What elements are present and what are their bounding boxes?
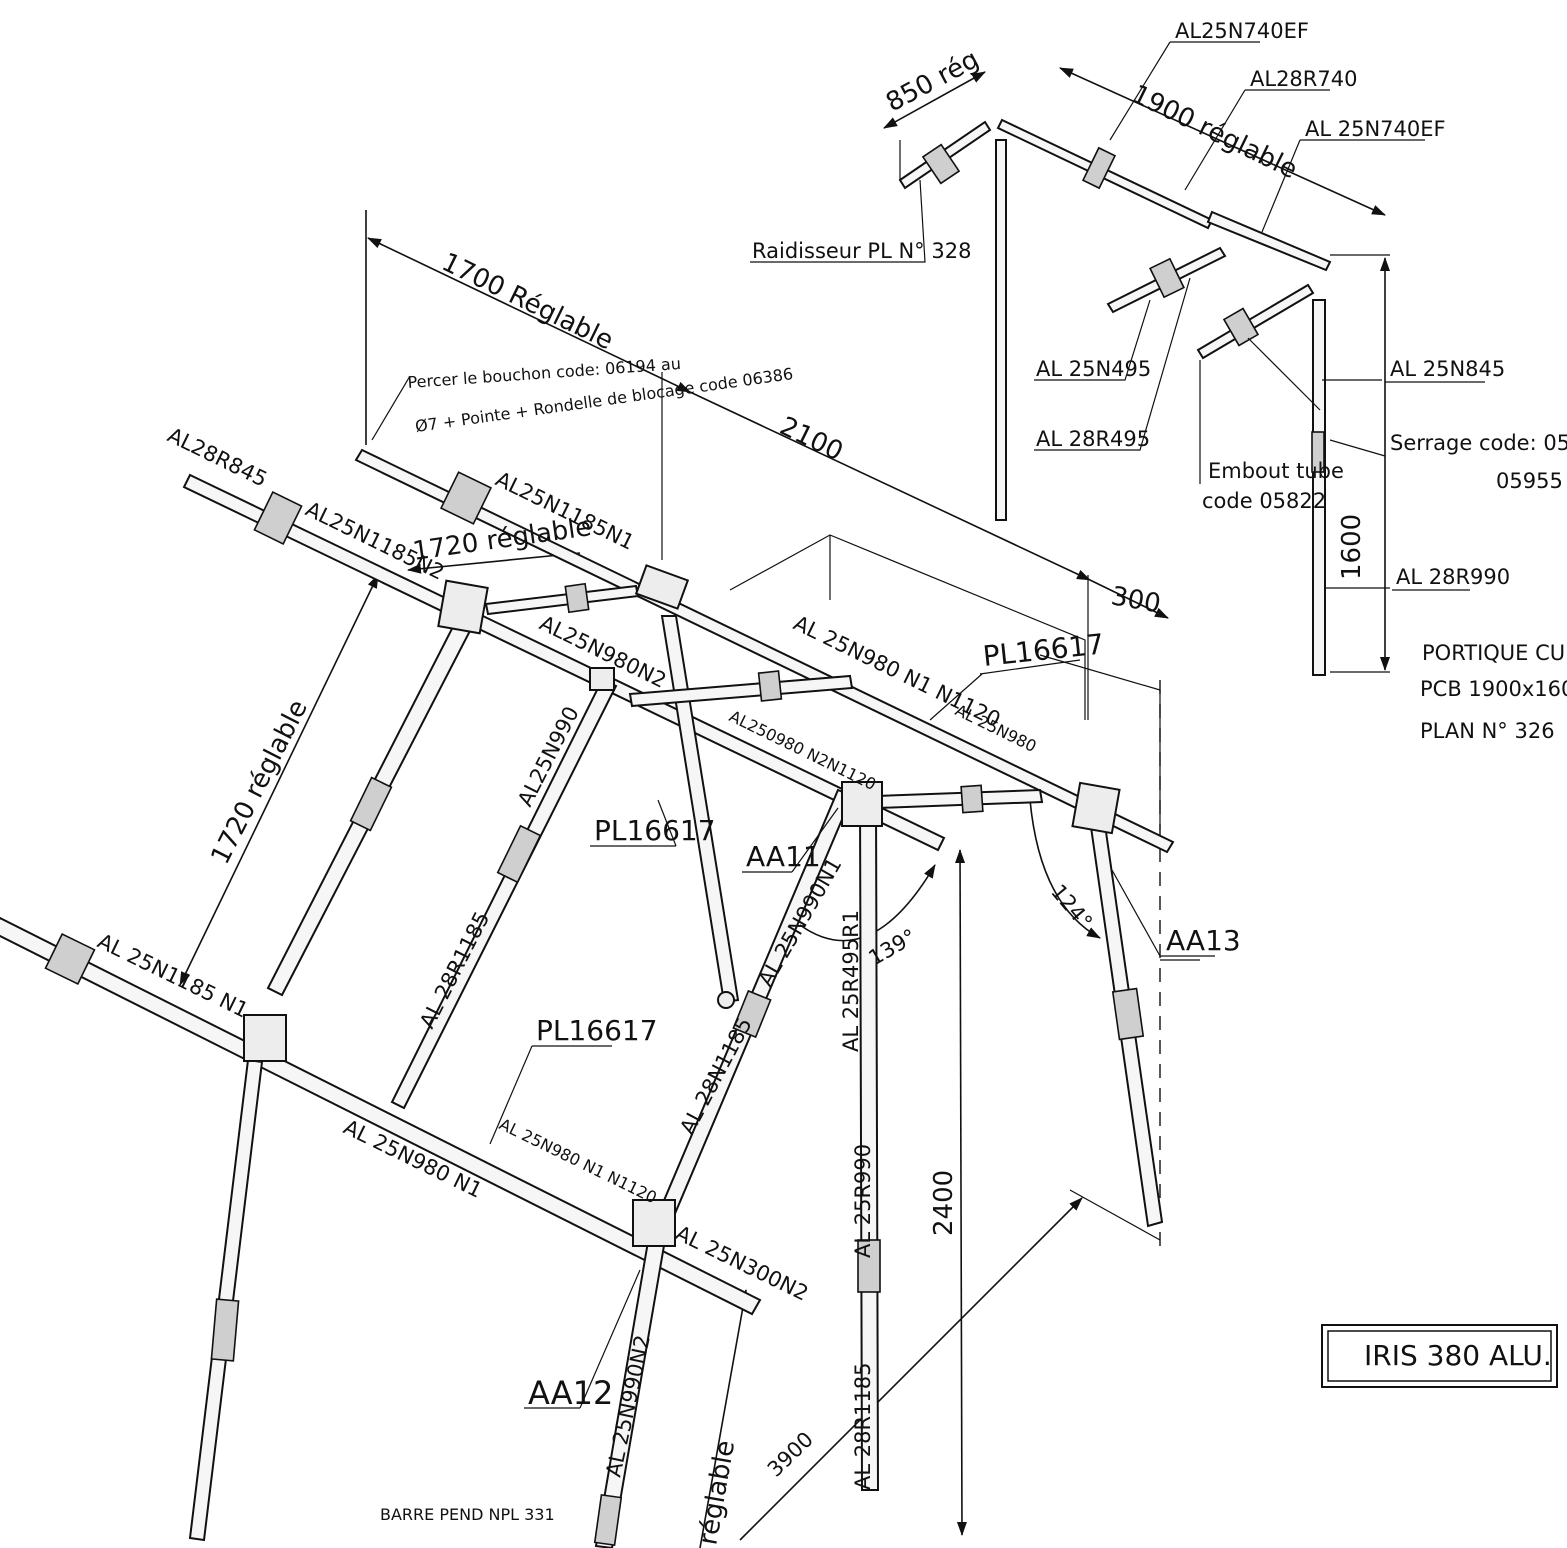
label-al28r1185-a: AL 28R1185: [415, 908, 494, 1032]
label-embout-1: Embout tube: [1208, 459, 1344, 483]
dim-2400: 2400: [929, 1170, 959, 1236]
label-pl16617-a: PL16617: [981, 627, 1105, 673]
label-aa13: AA13: [1166, 924, 1241, 957]
label-aa12: AA12: [528, 1374, 613, 1412]
dim-300: 300: [1109, 581, 1163, 619]
label-al28n1185: AL 28N1185: [675, 1014, 757, 1139]
label-serrage-2: 05955: [1496, 469, 1563, 493]
frame-tubes: [0, 118, 1332, 1548]
dim-2100: 2100: [775, 411, 848, 467]
dim-3900: 3900: [763, 1427, 818, 1481]
clamp-sleeves: [44, 143, 1325, 1547]
label-al25n845: AL 25N845: [1390, 357, 1505, 381]
angle-124: 124°: [1046, 880, 1097, 934]
dimension-lines: [179, 67, 1390, 1548]
label-embout-2: code 05822: [1202, 489, 1326, 513]
joints: [243, 564, 1121, 1247]
title-block: IRIS 380 ALU.: [1321, 1324, 1558, 1388]
label-barre: BARRE PEND NPL 331: [380, 1505, 555, 1524]
label-al25n495: AL 25N495: [1036, 357, 1151, 381]
label-raidisseur: Raidisseur PL N° 328: [752, 239, 971, 263]
dim-1700: 1700 Réglable: [437, 247, 618, 356]
label-al25n740ef-right: AL 25N740EF: [1305, 117, 1446, 141]
dim-reglable-bottom: réglable: [693, 1438, 741, 1547]
label-kitchen-1: PORTIQUE CUISINE: [1422, 641, 1567, 665]
dim-1600: 1600: [1337, 514, 1367, 580]
label-al25r495r1: AL 25R495R1: [839, 910, 863, 1052]
label-pl16617-b: PL16617: [594, 814, 716, 847]
part-labels: AL25N740EF AL28R740 AL 25N740EF Raidisse…: [94, 19, 1567, 1524]
label-al28r495: AL 28R495: [1036, 427, 1150, 451]
label-al25n740ef-top: AL25N740EF: [1175, 19, 1309, 43]
label-kitchen-3: PLAN N° 326: [1420, 719, 1555, 743]
label-kitchen-2: PCB 1900x1600 ALU: [1420, 677, 1567, 701]
label-pl16617-c: PL16617: [536, 1014, 658, 1047]
wall-outline: [729, 534, 1161, 830]
label-al28r845: AL28R845: [164, 423, 271, 492]
dim-1720-diagonal: 1720 réglable: [206, 695, 314, 869]
label-al25n990n1: AL 25N990N1: [754, 854, 847, 991]
label-aa11: AA11: [746, 840, 821, 873]
title-text: IRIS 380 ALU.: [1364, 1339, 1552, 1372]
label-al25r990: AL 25R990: [851, 1144, 875, 1258]
label-al28r740: AL28R740: [1250, 67, 1357, 91]
dim-1900: 1900 réglable: [1127, 79, 1302, 185]
label-al28r990-right: AL 28R990: [1396, 565, 1510, 589]
label-serrage-1: Serrage code: 05951 à: [1390, 431, 1567, 455]
label-al28r1185-b: AL 28R1185: [851, 1363, 875, 1491]
